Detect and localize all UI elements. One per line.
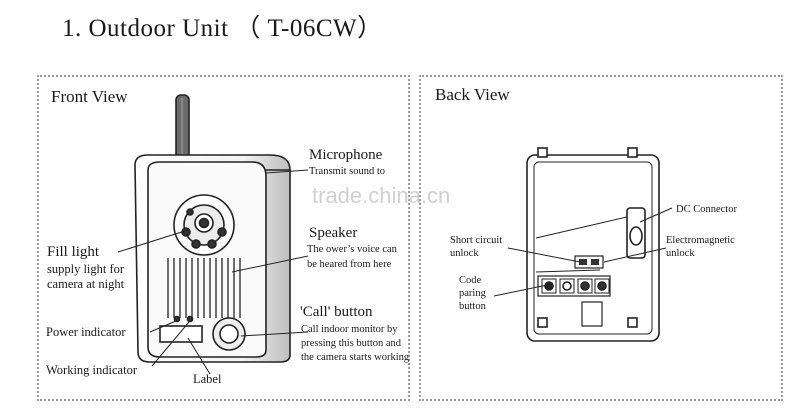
microphone-label: Microphone (309, 147, 383, 163)
speaker-grille-icon (167, 258, 241, 318)
page-title: 1. Outdoor Unit （ T-06CW） (62, 15, 383, 42)
back-view-panel: Back View (419, 75, 783, 401)
back-view-heading: Back View (435, 85, 510, 104)
front-view-heading: Front View (51, 87, 128, 106)
short-circuit-label-1: Short circuit (450, 235, 503, 246)
power-indicator-icon (173, 315, 181, 323)
speaker-label: Speaker (309, 225, 358, 241)
call-desc-2: pressing this button and (301, 338, 402, 349)
fill-light-label: Fill light (47, 244, 100, 260)
speaker-desc-2: be heared from here (307, 259, 392, 270)
electromagnetic-label-1: Electromagnetic (666, 235, 735, 246)
speaker-desc-1: The ower’s voice can (307, 244, 397, 255)
watermark-front: trade.china.cn (312, 183, 451, 208)
working-indicator-icon (186, 315, 194, 323)
fill-light-desc-1: supply light for (47, 262, 125, 276)
front-leader-lines (117, 169, 309, 375)
dc-connector-label: DC Connector (676, 204, 737, 215)
call-desc-3: the camera starts working (301, 352, 410, 363)
code-label-1: Code (459, 275, 482, 286)
short-circuit-label-2: unlock (450, 248, 479, 259)
back-leader-lines (493, 207, 673, 297)
code-label-2: paring (459, 288, 486, 299)
code-paring-button-icon (544, 281, 554, 291)
code-label-3: button (459, 301, 486, 312)
fill-light-desc-2: camera at night (47, 277, 125, 291)
working-indicator-label: Working indicator (46, 363, 137, 377)
label-label: Label (193, 372, 222, 386)
front-device (134, 94, 291, 363)
call-button-label: 'Call' button (300, 304, 373, 320)
mount-hole-icon (537, 147, 548, 158)
front-view-panel: Front View (37, 75, 410, 401)
label-plate (159, 325, 203, 343)
back-device (526, 147, 660, 342)
microphone-desc: Transmit sound to (309, 166, 386, 177)
electromagnetic-label-2: unlock (666, 248, 695, 259)
power-indicator-label: Power indicator (46, 325, 126, 339)
call-desc-1: Call indoor monitor by (301, 324, 398, 335)
